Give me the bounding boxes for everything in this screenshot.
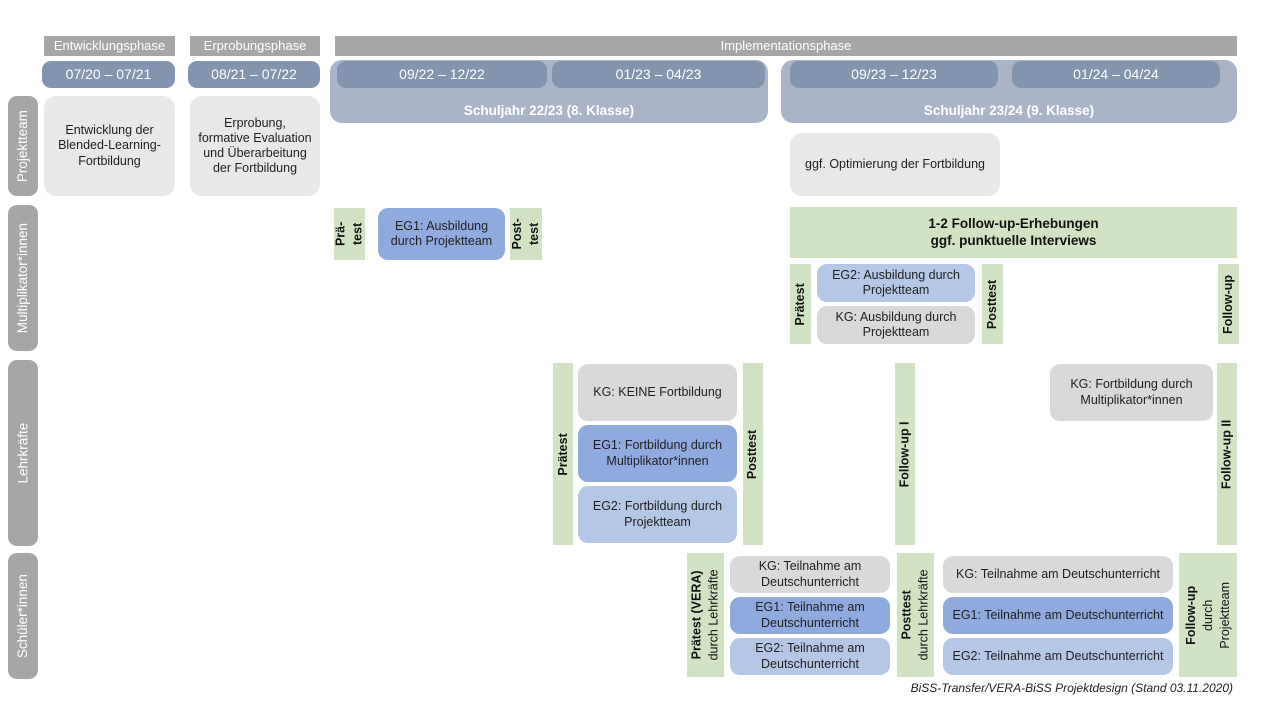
row-label-schuelerinnen: Schüler*innen — [8, 553, 38, 679]
box-kg-ausbildung-projektteam: KG: Ausbildung durch Projektteam — [817, 306, 975, 344]
bar-praetest-multiplikatoren-1: Prä- test — [334, 208, 365, 260]
row-label-projektteam: Projektteam — [8, 96, 38, 196]
bar-followup-2-lehrkraefte: Follow-up II — [1217, 363, 1237, 545]
date-bar-0123-0423: 01/23 – 04/23 — [552, 61, 765, 88]
bar-posttest-schueler: Posttest durch Lehrkräfte — [897, 553, 934, 677]
box-kg-fortbildung-multiplikatoren: KG: Fortbildung durch Multiplikator*inne… — [1050, 364, 1213, 421]
box-kg-keine-fortbildung: KG: KEINE Fortbildung — [578, 364, 737, 421]
bar-posttest-multiplikatoren-2: Posttest — [982, 264, 1003, 344]
box-eg1-ausbildung-projektteam: EG1: Ausbildung durch Projektteam — [378, 208, 505, 260]
phase-header-entwicklungsphase: Entwicklungsphase — [44, 36, 175, 56]
bar-followup-schueler: Follow-up durch Projektteam — [1179, 553, 1237, 677]
bar-praetest-multiplikatoren-2: Prätest — [790, 264, 811, 344]
bar-followup-1-lehrkraefte: Follow-up I — [895, 363, 915, 545]
box-kg-teilnahme-deutschunterricht-2: KG: Teilnahme am Deutschunterricht — [943, 556, 1173, 593]
date-bar-0720-0721: 07/20 – 07/21 — [42, 61, 175, 88]
school-year-label: Schuljahr 22/23 (8. Klasse) — [463, 103, 635, 118]
row-label-lehrkraefte: Lehrkräfte — [8, 360, 38, 546]
box-eg2-teilnahme-deutschunterricht-1: EG2: Teilnahme am Deutschunterricht — [730, 638, 890, 675]
date-bar-0923-1223: 09/23 – 12/23 — [790, 61, 998, 88]
box-eg1-teilnahme-deutschunterricht-1: EG1: Teilnahme am Deutschunterricht — [730, 597, 890, 634]
bar-praetest-lehrkraefte: Prätest — [553, 363, 573, 545]
diagram-caption: BiSS-Transfer/VERA-BiSS Projektdesign (S… — [910, 681, 1233, 695]
box-eg1-fortbildung-multiplikatoren: EG1: Fortbildung durch Multiplikator*inn… — [578, 425, 737, 482]
bar-followup-multiplikatoren: Follow-up — [1218, 264, 1239, 344]
date-bar-0821-0722: 08/21 – 07/22 — [188, 61, 320, 88]
bar-praetest-vera-schueler: Prätest (VERA) durch Lehrkräfte — [687, 553, 724, 677]
row-label-multiplikatorinnen: Multiplikator*innen — [8, 205, 38, 351]
box-followup-erhebungen: 1-2 Follow-up-Erhebungen ggf. punktuelle… — [790, 207, 1237, 258]
date-bar-0922-1222: 09/22 – 12/22 — [337, 61, 547, 88]
box-eg1-teilnahme-deutschunterricht-2: EG1: Teilnahme am Deutschunterricht — [943, 597, 1173, 634]
bar-posttest-lehrkraefte: Posttest — [743, 363, 763, 545]
phase-header-implementationsphase: Implementationsphase — [335, 36, 1237, 56]
box-eg2-teilnahme-deutschunterricht-2: EG2: Teilnahme am Deutschunterricht — [943, 638, 1173, 675]
followup-box-line1: 1-2 Follow-up-Erhebungen — [928, 216, 1099, 232]
box-kg-teilnahme-deutschunterricht-1: KG: Teilnahme am Deutschunterricht — [730, 556, 890, 593]
box-eg2-ausbildung-projektteam: EG2: Ausbildung durch Projektteam — [817, 264, 975, 302]
date-bar-0124-0424: 01/24 – 04/24 — [1012, 61, 1220, 88]
followup-box-line2: ggf. punktuelle Interviews — [930, 232, 1097, 248]
school-year-label: Schuljahr 23/24 (9. Klasse) — [923, 103, 1095, 118]
box-eg2-fortbildung-projektteam: EG2: Fortbildung durch Projektteam — [578, 486, 737, 543]
box-erprobung-evaluation: Erprobung, formative Evaluation und Über… — [190, 96, 320, 196]
phase-header-erprobungsphase: Erprobungsphase — [190, 36, 320, 56]
box-entwicklung-fortbildung: Entwicklung der Blended-Learning-Fortbil… — [44, 96, 175, 196]
bar-posttest-multiplikatoren-1: Post- test — [510, 208, 542, 260]
box-ggf-optimierung: ggf. Optimierung der Fortbildung — [790, 133, 1000, 196]
